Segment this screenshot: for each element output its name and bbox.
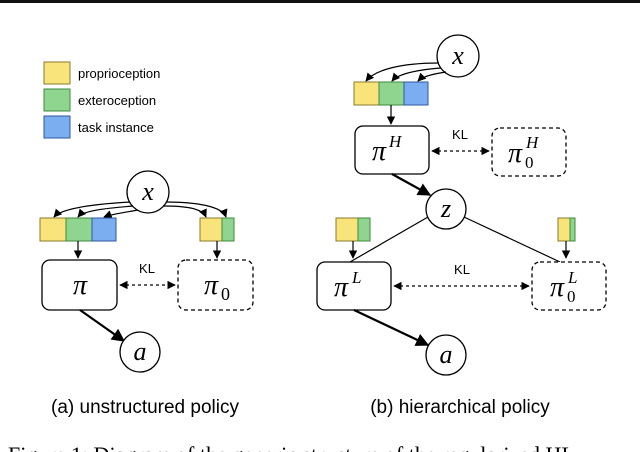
- panel-a-obs-task: [91, 217, 117, 242]
- panel-b-action-label: a: [440, 340, 453, 369]
- panel-b-low-prior-label: π: [550, 272, 565, 303]
- legend-label-exteroception: exteroception: [78, 93, 156, 108]
- panel-a-x-node: [126, 170, 170, 214]
- panel-b-x-node: [436, 34, 480, 78]
- panel-a-x-label: x: [141, 177, 154, 206]
- panel-b-high-policy-superscript: H: [388, 132, 403, 151]
- panel-b-high-prior-superscript: H: [525, 133, 540, 152]
- panel-b-low-prior-subscript: 0: [567, 287, 576, 306]
- panel-a-prior-box: [177, 259, 254, 311]
- panel-a-arrow-x-to-task: [103, 209, 139, 219]
- panel-a-caption: (a) unstructured policy: [51, 397, 239, 418]
- panel-b-line-z-to-piL: [349, 216, 429, 263]
- panel-b-kl-top-label: KL: [452, 127, 468, 142]
- panel-a-arrow-pi-to-a: [79, 309, 126, 342]
- panel-b-obs-proprio: [353, 81, 380, 106]
- panel-a-arrow-x-to-prior-extero: [165, 201, 228, 218]
- panel-b-arrow-piH-to-z: [391, 173, 432, 196]
- panel-a-obs-extero: [65, 217, 93, 242]
- legend-label-proprioception: proprioception: [78, 66, 160, 81]
- panel-b-arrow-x-to-proprio: [365, 62, 440, 82]
- legend: proprioception exteroception task instan…: [43, 61, 160, 139]
- panel-a-prior-label: π: [204, 270, 219, 301]
- panel-b-low-prior-superscript: L: [567, 268, 577, 287]
- panel-b-arrow-x-to-task: [417, 71, 447, 82]
- panel-a-arrow-x-to-prior-proprio: [162, 205, 207, 218]
- panel-b-high-policy-label: π: [372, 136, 387, 167]
- panel-b: x π H π 0 H KL z: [316, 34, 607, 418]
- panel-b-obs-task: [403, 81, 429, 106]
- panel-b-caption: (b) hierarchical policy: [370, 397, 550, 418]
- panel-a-obs-proprio: [39, 217, 67, 242]
- panel-a-policy-label: π: [73, 270, 88, 301]
- panel-b-action-node: [425, 334, 467, 376]
- panel-a-prior-obs-proprio: [199, 217, 223, 242]
- figure-caption-partial: Figure 1: Diagram of the generic structu…: [8, 442, 575, 452]
- panel-b-low-obs-proprio: [335, 217, 359, 242]
- panel-a: x π π 0 KL a (a) unstructu: [39, 170, 254, 418]
- panel-a-policy-box: [41, 259, 118, 311]
- panel-b-high-prior-subscript: 0: [525, 153, 534, 172]
- panel-b-latent-node: [425, 188, 467, 230]
- panel-b-x-label: x: [451, 41, 464, 70]
- panel-b-prior-obs-extero: [569, 217, 576, 242]
- panel-b-latent-label: z: [440, 194, 451, 223]
- panel-b-arrow-piL-to-a: [353, 309, 430, 346]
- top-rule: [0, 0, 640, 3]
- panel-b-kl-bottom-label: KL: [454, 262, 470, 277]
- panel-b-arrow-x-to-extero: [391, 67, 442, 82]
- panel-b-low-policy-superscript: L: [351, 268, 361, 287]
- legend-swatch-proprioception: [43, 61, 71, 85]
- panel-b-low-obs-extero: [357, 217, 371, 242]
- panel-a-arrow-x-to-proprio: [53, 201, 131, 218]
- panel-a-action-label: a: [134, 337, 147, 366]
- panel-b-prior-obs-proprio: [557, 217, 571, 242]
- panel-b-line-z-to-pi0L: [463, 216, 561, 263]
- panel-a-action-node: [119, 331, 161, 373]
- panel-b-low-policy-label: π: [334, 272, 349, 303]
- panel-a-prior-obs-extero: [221, 217, 235, 242]
- legend-swatch-task-instance: [43, 115, 71, 139]
- panel-a-arrow-x-to-extero: [77, 205, 134, 218]
- panel-a-kl-label: KL: [139, 261, 155, 276]
- panel-b-high-prior-box: [491, 127, 567, 177]
- panel-b-low-prior-box: [531, 261, 607, 311]
- panel-a-prior-subscript: 0: [221, 284, 230, 304]
- panel-b-obs-extero: [378, 81, 405, 106]
- panel-b-high-prior-label: π: [508, 138, 523, 169]
- legend-label-task-instance: task instance: [78, 120, 154, 135]
- legend-swatch-exteroception: [43, 88, 71, 112]
